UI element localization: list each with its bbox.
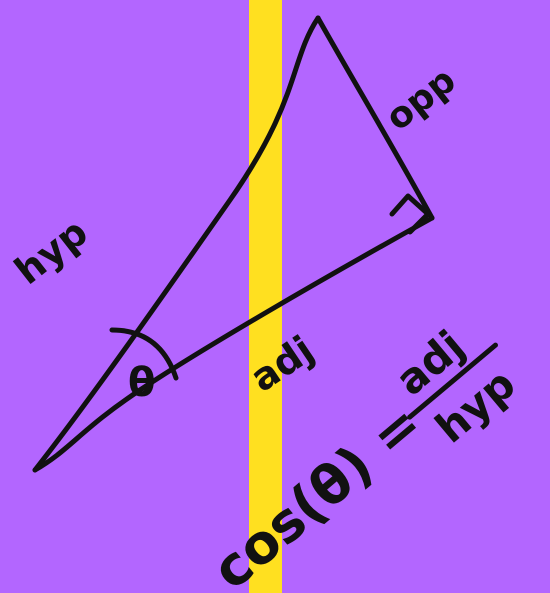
triangle-adjacent-side	[32, 215, 435, 473]
fraction-bar	[407, 342, 498, 420]
right-angle-marker	[389, 193, 431, 235]
triangle-hypotenuse	[32, 15, 321, 473]
hyp-label: hyp	[6, 210, 95, 293]
opp-label: opp	[378, 60, 463, 139]
theta-label: θ	[128, 360, 155, 406]
theta-angle-arc	[109, 327, 179, 381]
cosine-formula: cos(θ) = adj hyp	[200, 321, 524, 593]
formula-lhs: cos(θ) =	[200, 392, 433, 593]
triangle-opposite-side	[315, 15, 435, 221]
yellow-stripe	[249, 0, 282, 593]
